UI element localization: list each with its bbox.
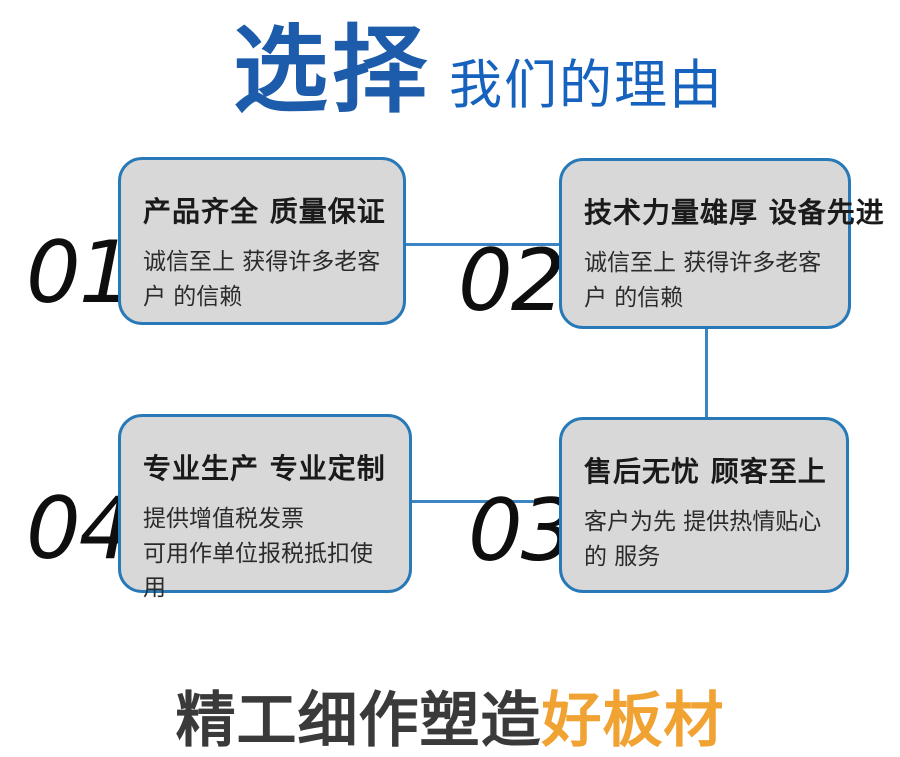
page-title: 选择 我们的理由 [233, 16, 725, 126]
feature-description: 诚信至上 获得许多老客户 的信赖 [143, 249, 381, 310]
footer-tagline: 精工细作塑造好板材 [0, 672, 900, 757]
page-title-rest: 我们的理由 [449, 55, 725, 116]
feature-card-02: 技术力量雄厚 设备先进 诚信至上 获得许多老客户 的信赖 [559, 158, 885, 329]
connector-box2-box3 [705, 329, 708, 417]
feature-description: 提供增值税发票 可用作单位报税抵扣使用 [143, 506, 373, 601]
feature-number-02: 02 [458, 231, 565, 331]
feature-card-01: 产品齐全 质量保证 诚信至上 获得许多老客户 的信赖 [118, 157, 406, 325]
tagline-highlight: 好板材 [541, 686, 725, 756]
tagline-prefix: 精工细作塑造 [175, 686, 542, 756]
feature-number-04: 04 [26, 479, 133, 579]
feature-title: 产品齐全 质量保证 [143, 195, 386, 228]
feature-title: 技术力量雄厚 设备先进 [584, 196, 885, 229]
feature-card-04: 专业生产 专业定制 提供增值税发票 可用作单位报税抵扣使用 [118, 414, 412, 601]
feature-title: 专业生产 专业定制 [143, 452, 386, 485]
feature-number-03: 03 [468, 481, 575, 581]
feature-description: 客户为先 提供热情贴心的 服务 [584, 509, 822, 570]
feature-number-01: 01 [26, 223, 133, 323]
page-title-highlight: 选择 [233, 16, 432, 126]
connector-box1-box2 [406, 243, 559, 246]
feature-title: 售后无忧 顾客至上 [584, 455, 827, 488]
feature-description: 诚信至上 获得许多老客户 的信赖 [584, 250, 822, 311]
feature-card-03: 售后无忧 顾客至上 客户为先 提供热情贴心的 服务 [559, 417, 849, 593]
connector-box4-box3 [412, 500, 559, 503]
